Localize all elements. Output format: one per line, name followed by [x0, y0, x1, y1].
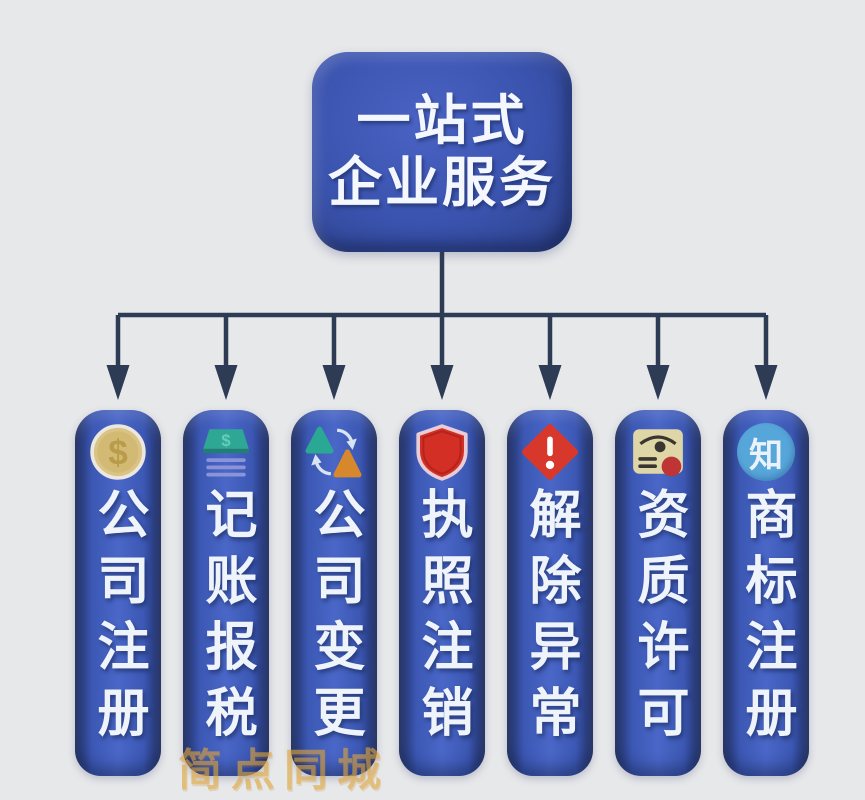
service-pill-bookkeeping-tax: $ 记账报税: [183, 410, 269, 776]
arrow-down-icon: [646, 365, 670, 400]
title-line-2: 企业服务: [328, 153, 556, 213]
arrow-down-icon: [538, 365, 562, 400]
certificate-icon: [629, 423, 687, 481]
title-box: 一站式 企业服务: [312, 52, 572, 252]
service-label: 公司注册: [89, 487, 147, 751]
shield-icon: [413, 423, 471, 481]
service-pill-company-registration: $ 公司注册: [75, 410, 161, 776]
arrow-down-icon: [754, 365, 778, 400]
service-label: 资质许可: [629, 487, 687, 751]
service-label: 执照注销: [413, 487, 471, 751]
watermark: 简点同城: [178, 746, 390, 795]
money-stack-icon: $: [197, 423, 255, 481]
swap-arrows-icon: [305, 423, 363, 481]
svg-text:$: $: [221, 431, 230, 450]
service-label: 商标注册: [737, 487, 795, 751]
arrow-down-icon: [214, 365, 238, 400]
arrow-down-icon: [430, 365, 454, 400]
trademark-char: 知: [749, 436, 783, 475]
service-pill-remove-abnormality: 解除异常: [507, 410, 593, 776]
service-label: 记账报税: [197, 487, 255, 751]
coin-dollar-icon: $: [89, 423, 147, 481]
connector-lines: [106, 252, 778, 400]
service-pill-license-cancellation: 执照注销: [399, 410, 485, 776]
svg-text:$: $: [108, 433, 128, 472]
arrow-down-icon: [106, 365, 130, 400]
service-label: 公司变更: [305, 487, 363, 751]
service-label: 解除异常: [521, 487, 579, 751]
arrow-down-icon: [322, 365, 346, 400]
service-pill-trademark-registration: 知 商标注册: [723, 410, 809, 776]
alert-diamond-icon: [521, 423, 579, 481]
service-pill-company-change: 公司变更: [291, 410, 377, 776]
trademark-circle-icon: 知: [737, 423, 795, 481]
service-pill-qualification-license: 资质许可: [615, 410, 701, 776]
title-line-1: 一站式: [356, 91, 528, 151]
